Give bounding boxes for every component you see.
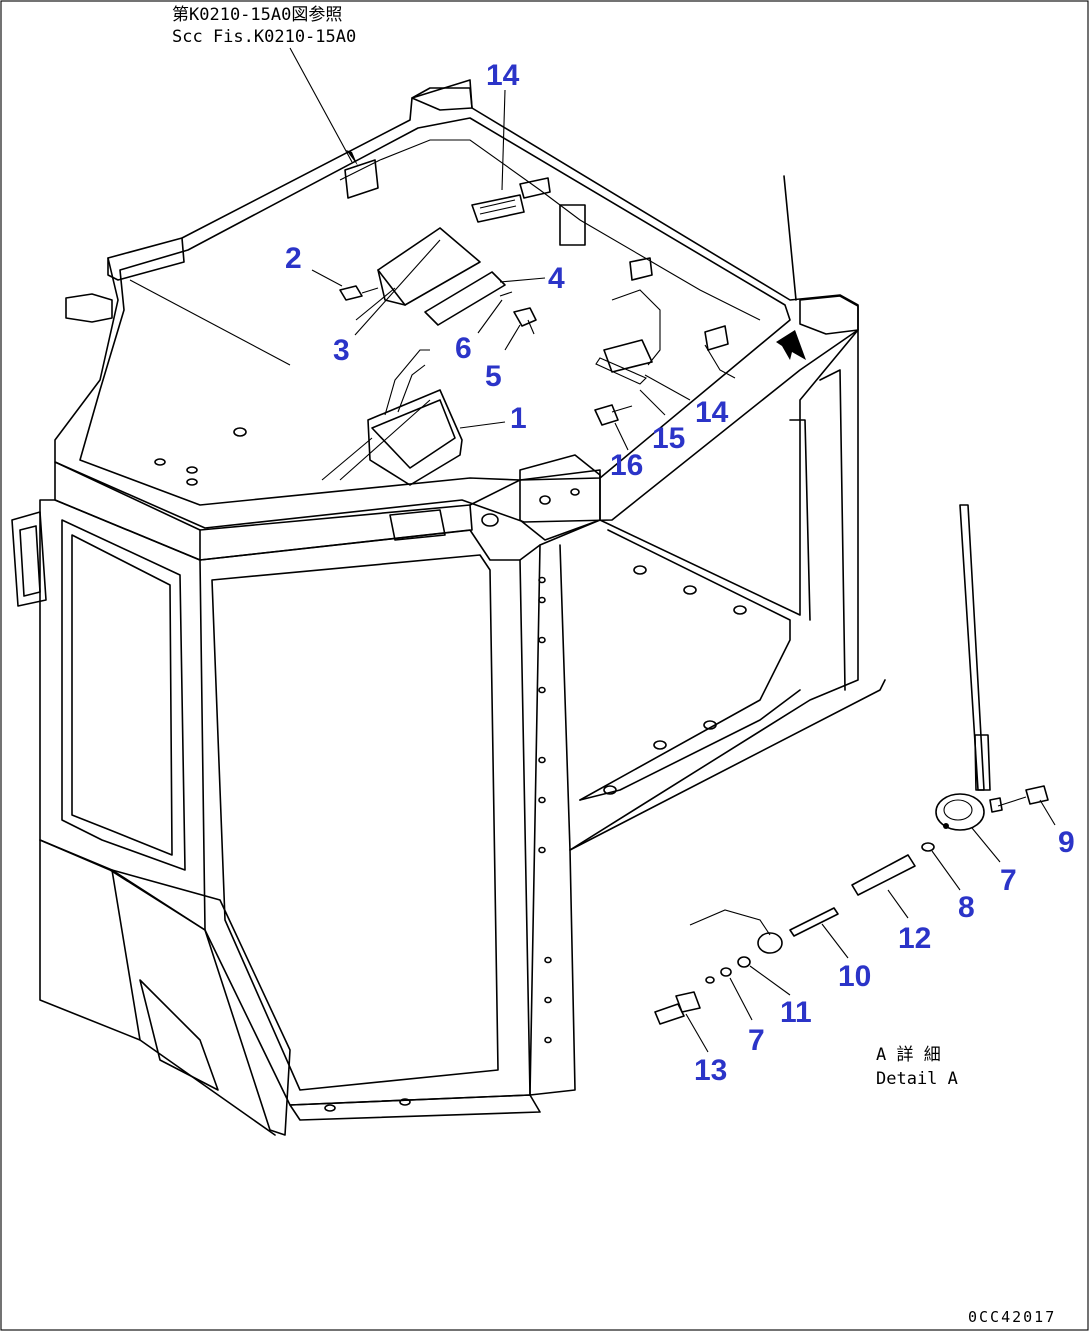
drawing-code: 0CC42017 [968,1308,1056,1326]
callout-14-right: 14 [695,396,729,429]
cab-body [11,329,886,1136]
callout-2: 2 [285,242,302,275]
callout-1: 1 [510,402,527,435]
callout-10: 10 [838,960,871,993]
callout-7-top: 7 [1000,864,1017,897]
callout-16: 16 [610,449,643,482]
callout-11: 11 [780,996,812,1029]
antenna-detail [654,504,1049,1025]
callout-14-top: 14 [486,59,520,92]
callout-9: 9 [1058,826,1075,859]
callout-13: 13 [694,1054,727,1087]
callout-5: 5 [485,360,502,393]
callout-8: 8 [958,891,975,924]
callout-6: 6 [455,332,472,365]
callout-12: 12 [898,922,931,955]
detail-label-en: Detail A [876,1069,958,1089]
callout-15: 15 [652,422,685,455]
callout-numbers: 14 2 4 3 6 5 1 14 15 16 9 7 8 12 10 11 7… [285,59,1075,1087]
detail-label-jp: A 詳 細 [876,1045,941,1065]
reference-note-en: Scc Fis.K0210-15A0 [172,27,356,47]
cab-roof [54,79,859,561]
reference-note-jp: 第K0210-15A0図参照 [172,5,342,25]
callout-3: 3 [333,334,350,367]
callout-7-bottom: 7 [748,1024,765,1057]
callout-4: 4 [548,262,565,295]
leader-lines [129,47,1056,1053]
radio-assembly [339,159,806,486]
